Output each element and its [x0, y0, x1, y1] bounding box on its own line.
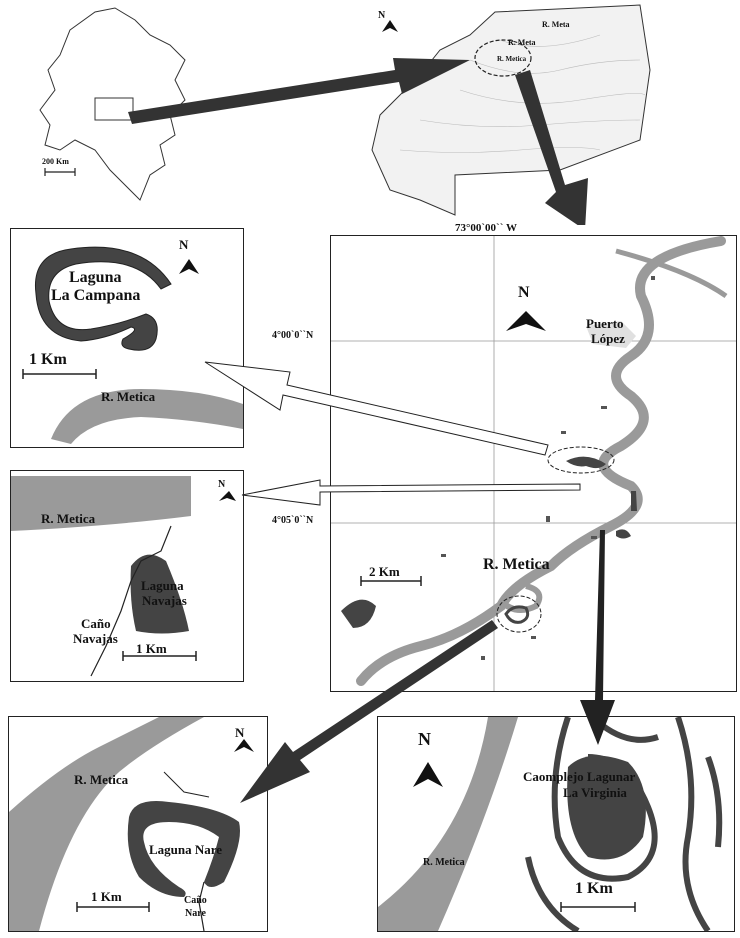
overview-north-icon — [382, 20, 398, 32]
highlight-campana — [547, 446, 615, 474]
arrow-to-main — [515, 70, 588, 225]
overview-river-label: R. Metica — [497, 55, 527, 63]
main-longitude-label: 73°00`00`` W — [455, 222, 517, 234]
navajas-river-label: R. Metica — [41, 511, 96, 526]
main-north-icon — [506, 311, 546, 331]
arrow-to-meta — [128, 58, 470, 124]
nare-river — [9, 717, 204, 931]
virginia-river-label: R. Metica — [423, 857, 465, 868]
inset-virginia-panel: N Caomplejo Lagunar La Virginia R. Metic… — [377, 716, 735, 932]
navajas-creek-label-2: Navajas — [73, 631, 118, 646]
nare-lake — [504, 605, 530, 624]
nare-scale-bar — [76, 902, 150, 912]
study-area-box — [94, 97, 134, 121]
navajas-creek — [90, 525, 172, 677]
navajas-scale-label: 1 Km — [136, 641, 167, 656]
inset-campana-panel: Laguna La Campana R. Metica 1 Km N — [10, 228, 244, 448]
graticule — [331, 236, 736, 691]
virginia-scale-label: 1 Km — [575, 880, 613, 897]
navajas-creek-label-1: Caño — [81, 616, 111, 631]
navajas-lake-shape — [130, 554, 189, 634]
virginia-lake — [616, 529, 631, 539]
navajas-north-icon — [219, 491, 236, 501]
nare-river-label: R. Metica — [74, 772, 129, 787]
nare-creek — [198, 881, 205, 931]
puerto-label-line2: López — [591, 331, 625, 346]
nare-lake-shape — [127, 801, 240, 897]
campana-scale-label: 1 Km — [29, 351, 67, 368]
study-area-ellipse — [474, 39, 532, 77]
navajas-lake — [631, 491, 637, 511]
inset-navajas-panel: R. Metica Laguna Navajas Caño Navajas 1 … — [10, 470, 244, 682]
colombia-outline — [39, 7, 186, 201]
navajas-scale-bar — [122, 651, 197, 661]
inset-nare-panel: R. Metica Laguna Nare Caño Nare 1 Km N — [8, 716, 268, 932]
latitude-label-north: 4°00`0``N — [272, 330, 314, 341]
main-map-panel: N Puerto López R. Metica 2 Km — [330, 235, 737, 692]
virginia-lake-label-2: La Virginia — [563, 785, 627, 800]
nare-island — [64, 807, 104, 877]
overview-river-label: R. Meta — [542, 20, 570, 29]
navajas-north-label: N — [218, 479, 226, 490]
main-river-label: R. Metica — [483, 556, 550, 573]
nare-scale-label: 1 Km — [91, 889, 122, 904]
virginia-north-label: N — [418, 729, 431, 749]
virginia-north-icon — [413, 762, 443, 787]
campana-lake — [566, 456, 606, 469]
campana-river-label: R. Metica — [101, 389, 156, 404]
main-map-svg — [331, 236, 736, 691]
virginia-scale-bar — [560, 902, 636, 912]
campana-north-icon — [179, 259, 199, 274]
nare-creek-2 — [163, 771, 210, 798]
campana-north-label: N — [179, 237, 189, 252]
campana-lake-label-1: Laguna — [69, 269, 122, 286]
meta-outline — [371, 4, 651, 216]
overview-north-label: N — [378, 10, 386, 21]
campana-lake-shape — [34, 246, 172, 351]
campana-river — [51, 389, 243, 444]
nare-lake-label: Laguna Nare — [149, 842, 223, 857]
campana-lake-label-2: La Campana — [51, 287, 141, 304]
virginia-lake-core — [567, 755, 646, 860]
overview-scale-label: 200 Km — [42, 157, 69, 166]
navajas-lake-label-1: Laguna — [141, 578, 184, 593]
inset-navajas-svg — [11, 476, 236, 677]
nare-creek-label-2: Nare — [185, 908, 206, 919]
dark-water-body — [341, 599, 376, 628]
nare-creek-label-1: Caño — [184, 895, 207, 906]
overview-map: N R. Meta R. Meta R. Metica 200 Km — [0, 0, 740, 225]
navajas-lake-label-2: Navajas — [142, 593, 187, 608]
overview-river-label: R. Meta — [508, 38, 536, 47]
campana-scale-bar — [22, 369, 97, 379]
latitude-label-south: 4°05`0``N — [272, 515, 314, 526]
navajas-river — [11, 476, 191, 531]
virginia-lake-channels — [525, 717, 723, 931]
nare-north-label: N — [235, 725, 245, 740]
main-scale-label: 2 Km — [369, 564, 400, 579]
virginia-river — [378, 717, 518, 931]
highlight-nare — [496, 595, 542, 633]
puerto-label-line1: Puerto — [586, 316, 624, 331]
inset-virginia-svg — [378, 717, 723, 931]
overview-scale-bar — [44, 168, 76, 176]
puerto-lopez-area — [586, 321, 636, 348]
inset-campana-svg — [22, 246, 243, 444]
virginia-lake-label-1: Caomplejo Lagunar — [523, 769, 636, 784]
inset-nare-svg — [9, 717, 254, 931]
main-scale-bar — [360, 576, 422, 586]
main-north-label: N — [518, 284, 530, 301]
overview-svg — [39, 4, 651, 225]
